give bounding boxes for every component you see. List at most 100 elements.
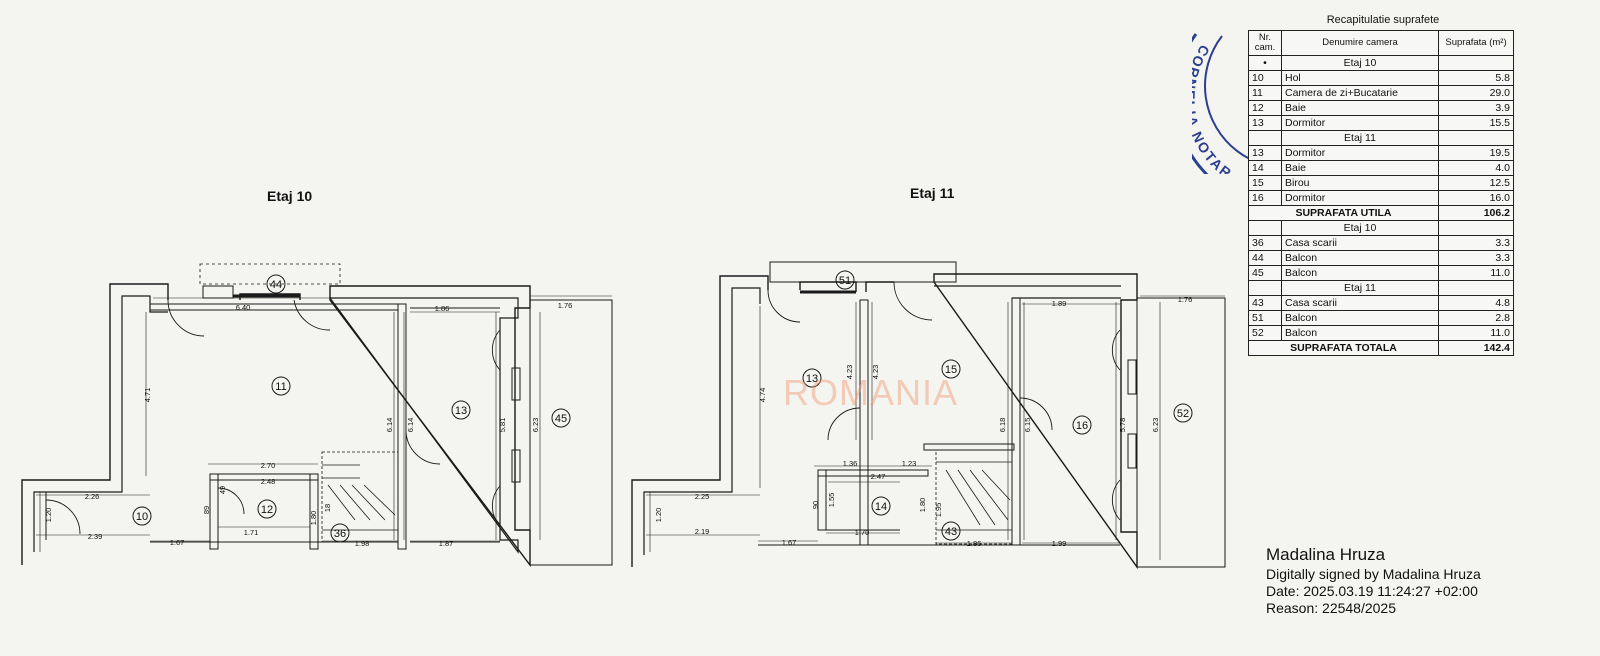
dimension-label: 1.86 (967, 539, 982, 548)
table-cell: Etaj 11 (1281, 280, 1439, 296)
dimension-label: 6.23 (1151, 418, 1160, 433)
table-cell: 12 (1248, 100, 1282, 116)
table-cell: Casa scarii (1281, 235, 1439, 251)
digital-signature: Madalina Hruza Digitally signed by Madal… (1266, 544, 1481, 617)
dimension-label: 1.71 (244, 528, 259, 537)
dimension-label: 1.20 (654, 508, 663, 523)
title-etaj-11: Etaj 11 (910, 185, 955, 201)
signer-name: Madalina Hruza (1266, 545, 1386, 564)
table-row: Etaj 11 (1248, 130, 1514, 146)
table-cell: 11.0 (1438, 325, 1514, 341)
table-cell: 14 (1248, 160, 1282, 176)
room-16-label: 16 (1076, 420, 1088, 432)
dimension-label: 4.23 (871, 365, 880, 380)
dimension-label: 6.23 (531, 418, 540, 433)
dimension-label: 1.55 (827, 493, 836, 508)
dimension-label: 2.26 (85, 492, 100, 501)
table-cell: 13 (1248, 115, 1282, 131)
table-cell: Balcon (1281, 250, 1439, 266)
dimension-label: 1.67 (170, 538, 185, 547)
dimension-label: 2.19 (695, 527, 710, 536)
table-cell: SUPRAFATA TOTALA (1248, 340, 1439, 356)
table-cell: 5.8 (1438, 70, 1514, 86)
table-cell (1438, 220, 1514, 236)
table-cell: 10 (1248, 70, 1282, 86)
room-51-label: 51 (839, 275, 851, 287)
title-etaj-10: Etaj 10 (267, 188, 313, 204)
table-row: Nr. cam. Denumire camera Suprafata (m²) (1248, 30, 1514, 56)
table-cell: 4.8 (1438, 295, 1514, 311)
table-cell: Etaj 10 (1281, 55, 1439, 71)
table-cell: Dormitor (1281, 145, 1439, 161)
dimension-label: 1.80 (918, 498, 927, 513)
dimension-label: 4.74 (758, 388, 767, 403)
dimension-label: 1.70 (855, 528, 870, 537)
table-cell: 52 (1248, 325, 1282, 341)
table-cell: Dormitor (1281, 115, 1439, 131)
dimension-label: 90 (811, 501, 820, 509)
dimension-label: 1.98 (355, 539, 370, 548)
plan-etaj-11 (631, 261, 1226, 570)
dimension-label: 1.20 (44, 508, 53, 523)
table-cell: 44 (1248, 250, 1282, 266)
table-cell: 2.8 (1438, 310, 1514, 326)
table-cell: 16.0 (1438, 190, 1514, 206)
room-44-label: 44 (270, 279, 282, 291)
dimension-label: 1.76 (558, 301, 573, 310)
table-cell (1248, 220, 1282, 236)
table-cell: 15.5 (1438, 115, 1514, 131)
dimension-label: 2.39 (88, 532, 103, 541)
dimension-label: 6.14 (406, 418, 415, 433)
recap-caption: Recapitulatie suprafete (1326, 14, 1440, 26)
room-14-label: 14 (875, 501, 887, 513)
plan-etaj-10 (21, 263, 613, 568)
room-43-label: 43 (945, 526, 957, 538)
table-cell: 12.5 (1438, 175, 1514, 191)
table-cell: Dormitor (1281, 190, 1439, 206)
table-cell: 3.9 (1438, 100, 1514, 116)
table-cell: SUPRAFATA UTILA (1248, 205, 1439, 221)
room-45-label: 45 (555, 413, 567, 425)
col-area: Suprafata (m²) (1438, 30, 1514, 56)
dimension-label: 18 (323, 504, 332, 512)
table-cell: 3.3 (1438, 250, 1514, 266)
dimension-label: 1.76 (1178, 295, 1193, 304)
table-cell: 45 (1248, 265, 1282, 281)
col-name: Denumire camera (1281, 30, 1439, 56)
dimension-label: 1.80 (309, 511, 318, 526)
dimension-label: 1.23 (902, 459, 917, 468)
table-cell: Camera de zi+Bucatarie (1281, 85, 1439, 101)
recap-table: Nr. cam. Denumire camera Suprafata (m²) … (1248, 30, 1514, 356)
room-13b-label: 13 (806, 373, 818, 385)
table-cell: 29.0 (1438, 85, 1514, 101)
table-cell (1438, 280, 1514, 296)
dimension-label: 6.18 (998, 418, 1007, 433)
table-cell (1438, 130, 1514, 146)
table-cell: 13 (1248, 145, 1282, 161)
table-cell: 142.4 (1438, 340, 1514, 356)
dimension-label: 6.15 (1023, 418, 1032, 433)
dimension-label: 6.14 (385, 418, 394, 433)
dimension-label: 1.95 (934, 503, 943, 518)
table-cell: 43 (1248, 295, 1282, 311)
table-cell: 16 (1248, 190, 1282, 206)
dimension-label: 1.89 (1052, 299, 1067, 308)
table-row: Etaj 10 (1248, 220, 1514, 236)
dimension-label: 1.86 (435, 304, 450, 313)
dimension-label: 2.47 (871, 472, 886, 481)
watermark: ROMANIA (783, 372, 959, 413)
